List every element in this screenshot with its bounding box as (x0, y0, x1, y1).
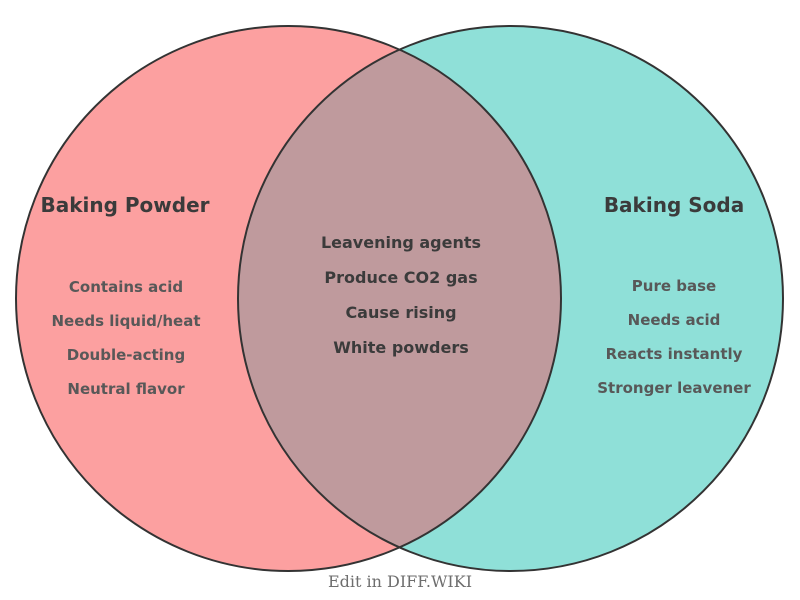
left-items-list: Contains acid Needs liquid/heat Double-a… (6, 270, 246, 406)
right-item: Stronger leavener (597, 379, 751, 397)
right-item: Pure base (631, 277, 717, 295)
overlap-item: Cause rising (345, 303, 457, 322)
overlap-items-list: Leavening agents Produce CO2 gas Cause r… (281, 225, 521, 365)
left-item: Neutral flavor (67, 380, 185, 398)
right-items-list: Pure base Needs acid Reacts instantly St… (554, 269, 794, 405)
overlap-item: White powders (333, 338, 469, 357)
overlap-region-fill (238, 26, 561, 571)
left-item: Double-acting (66, 346, 186, 364)
left-circle-title: Baking Powder (40, 193, 210, 217)
right-circle-outline (237, 25, 784, 572)
right-item: Needs acid (627, 311, 721, 329)
right-item: Reacts instantly (605, 345, 743, 363)
footer: Edit in DIFF.WIKI (0, 572, 800, 591)
left-item: Contains acid (68, 278, 184, 296)
overlap-item: Leavening agents (320, 233, 482, 252)
overlap-item: Produce CO2 gas (324, 268, 478, 287)
left-circle-outline (15, 25, 562, 572)
right-circle-title: Baking Soda (603, 193, 745, 217)
left-item: Needs liquid/heat (51, 312, 201, 330)
edit-in-diffwiki-link[interactable]: Edit in DIFF.WIKI (327, 572, 473, 591)
